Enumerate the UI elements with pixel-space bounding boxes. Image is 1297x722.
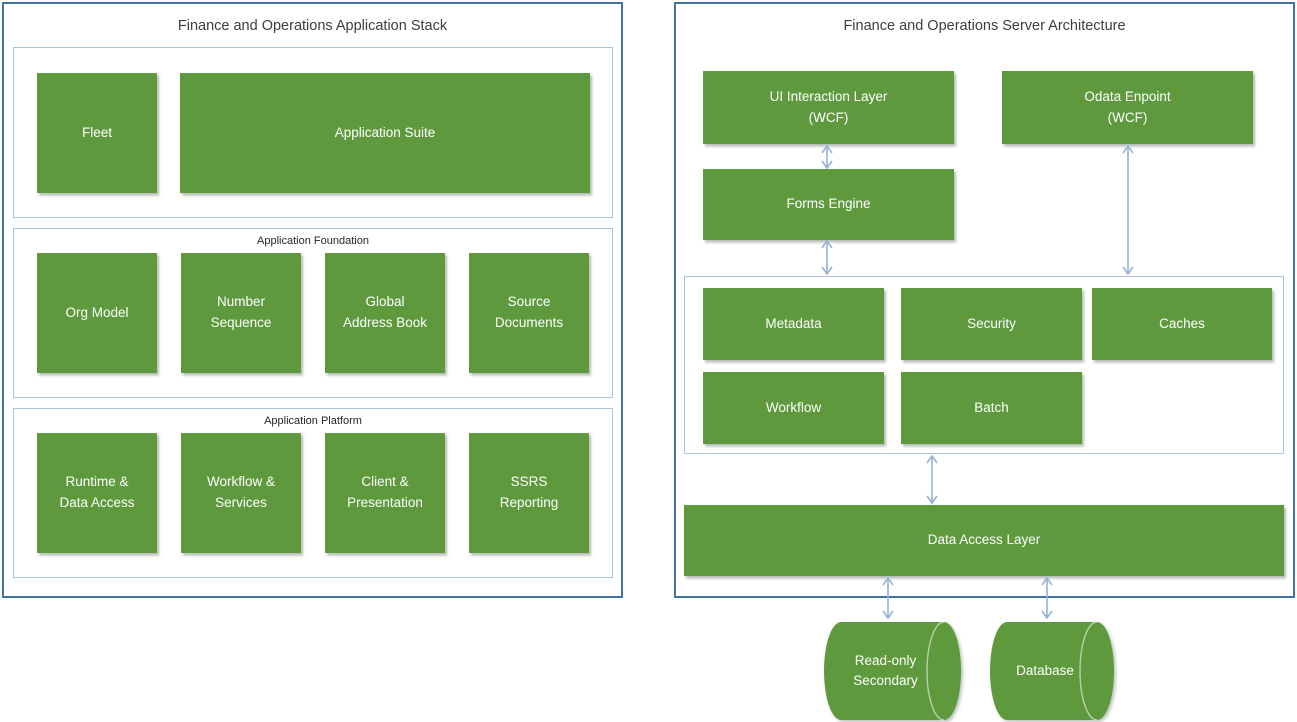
box-org-model: Org Model [37,253,157,373]
left-panel-title: Finance and Operations Application Stack [177,18,448,34]
right-panel-title: Finance and Operations Server Architectu… [843,18,1126,34]
box-metadata: Metadata [703,288,884,360]
label-database: Database [1016,662,1074,678]
box-client-presentation: Client & Presentation [325,433,445,553]
section-label-application-foundation: Application Foundation [257,235,369,247]
box-source-documents: Source Documents [469,253,589,373]
box-number-sequence: Number Sequence [181,253,301,373]
box-security: Security [901,288,1082,360]
box-workflow-services: Workflow & Services [181,433,301,553]
box-workflow: Workflow [703,372,884,444]
box-global-address-book: Global Address Book [325,253,445,373]
box-fleet: Fleet [37,73,157,193]
box-data-access-layer: Data Access Layer [684,505,1284,576]
box-application-suite: Application Suite [180,73,590,193]
box-odata-endpoint: Odata Enpoint (WCF) [1002,71,1253,144]
box-caches: Caches [1092,288,1272,360]
section-label-application-platform: Application Platform [264,415,362,427]
label-readonly-secondary: Read-only Secondary [853,652,918,688]
box-ui-interaction-layer: UI Interaction Layer (WCF) [703,71,954,144]
box-forms-engine: Forms Engine [703,169,954,240]
box-runtime-data-access: Runtime & Data Access [37,433,157,553]
box-batch: Batch [901,372,1082,444]
box-ssrs-reporting: SSRS Reporting [469,433,589,553]
